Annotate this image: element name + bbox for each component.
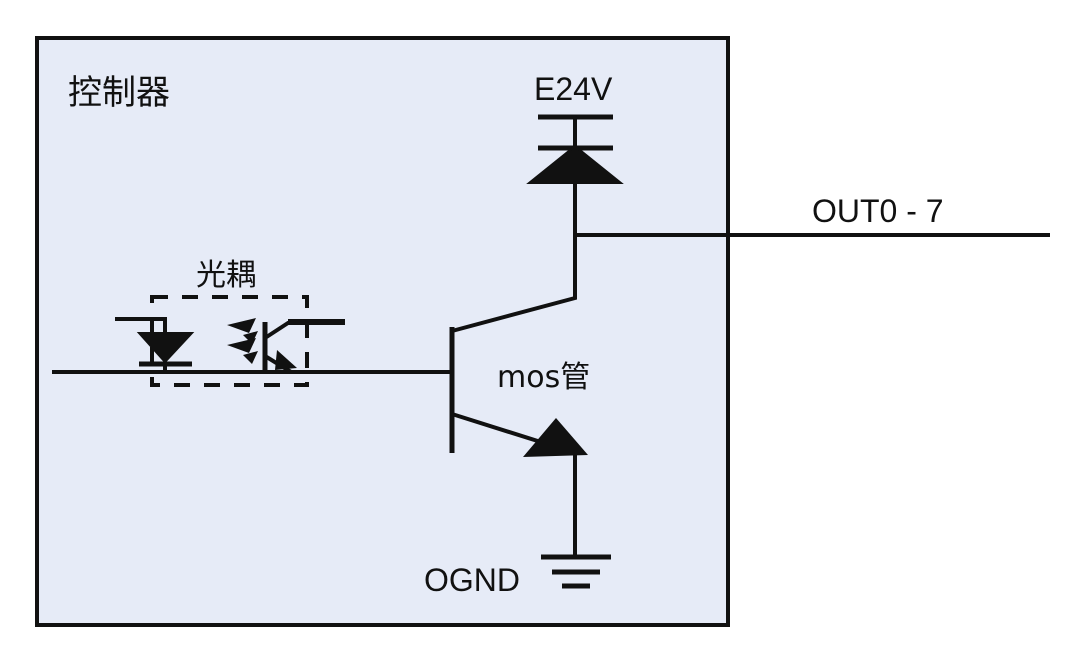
opto-led-triangle	[136, 332, 195, 364]
controller-enclosure	[35, 36, 730, 627]
opto-emitter-arrow	[275, 350, 297, 370]
controller-label: 控制器	[68, 73, 170, 113]
ground-label: OGND	[424, 562, 520, 598]
optocoupler-label: 光耦	[196, 258, 256, 293]
output-label: OUT0 - 7	[812, 193, 944, 229]
mos-emitter-arrow	[523, 418, 588, 457]
mos-label: mos管	[497, 360, 590, 395]
mos-collector-lead	[451, 237, 577, 333]
opto-light-arrows	[227, 318, 258, 364]
supply-label: E24V	[534, 71, 613, 107]
